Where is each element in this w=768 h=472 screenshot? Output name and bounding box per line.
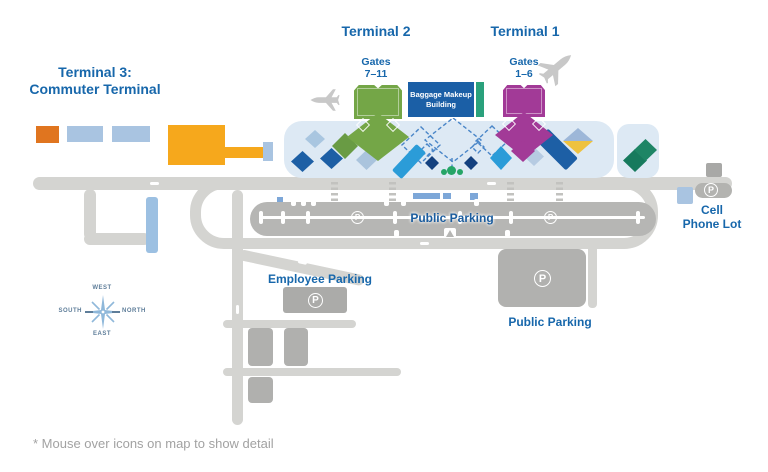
baggage-label-line2: Building [426, 99, 456, 109]
cell-label-line1: Cell [700, 203, 723, 217]
map-icon-diamond[interactable] [425, 156, 439, 170]
road-arrow-marking [487, 182, 496, 185]
parking-strip-centerline [261, 216, 645, 219]
terminal3-building-small[interactable] [36, 126, 59, 143]
employee-parking-label: Employee Parking [267, 272, 373, 286]
terminal2-title: Terminal 2 [341, 23, 411, 39]
parking-icon[interactable]: P [704, 183, 718, 197]
parking-letter: P [538, 272, 547, 285]
parking-entrance-tab [401, 199, 406, 206]
map-icon-diamond[interactable] [291, 151, 314, 172]
terminal3-connector-end [263, 142, 273, 161]
parking-strip-tick [636, 211, 640, 224]
compass-label-east: EAST [92, 331, 111, 337]
south-building[interactable] [248, 328, 273, 366]
parking-strip-tick [458, 211, 462, 224]
road-arrow-marking [150, 182, 159, 185]
cell-lot-building[interactable] [706, 163, 722, 177]
crosswalk-marking [389, 182, 396, 203]
compass-label-north: NORTH [122, 308, 146, 314]
shuttle-stop-marker [413, 193, 440, 199]
terminal2-gates-label: Gates 7–11 [346, 56, 406, 80]
parking-letter: P [312, 295, 319, 306]
airplane-icon [310, 89, 340, 111]
baggage-makeup-building[interactable]: Baggage Makeup Building [408, 82, 474, 117]
terminal1-title: Terminal 1 [490, 23, 560, 39]
parking-entrance-tab [311, 199, 316, 206]
entrance-arrow-icon [446, 230, 454, 237]
road-west-ramp-vertical [84, 189, 96, 240]
map-icon-diamond[interactable] [634, 139, 657, 161]
parking-entrance-tab [384, 199, 389, 206]
parking-letter: P [354, 213, 361, 222]
airplane-icon [537, 55, 572, 87]
tree-dot-icon [457, 169, 463, 175]
compass-label-south: SOUTH [58, 308, 82, 314]
road-south-cross-2 [223, 368, 401, 376]
parking-strip-tick [306, 211, 310, 224]
cell-phone-lot-label: Cell Phone Lot [662, 203, 762, 231]
crosswalk-marking [331, 182, 338, 203]
compass-rose-icon [85, 295, 121, 329]
cell-label-line2: Phone Lot [682, 216, 742, 231]
gates-word: Gates [361, 56, 391, 68]
terminal3-title-line1: Terminal 3: [58, 64, 132, 80]
cell-lot-blue-pad[interactable] [677, 187, 693, 204]
parking-strip-tick [393, 211, 397, 224]
parking-letter: P [707, 185, 714, 195]
parking-icon[interactable]: P [308, 293, 323, 308]
shuttle-ramp-strip[interactable] [146, 197, 158, 253]
parking-icon[interactable]: P [351, 211, 364, 224]
map-icon-diamond[interactable] [490, 146, 512, 170]
tree-dot-icon [441, 169, 447, 175]
road-west-ramp-horizontal [84, 233, 150, 245]
compass-dash [112, 311, 120, 313]
terminal3-building-blue-2[interactable] [112, 126, 150, 142]
parking-entrance-tab [474, 199, 479, 206]
south-building[interactable] [284, 328, 308, 366]
parking-entrance-tab [291, 199, 296, 206]
compass-dash [85, 311, 93, 313]
tree-dot-icon [447, 166, 456, 175]
map-icon-diamond[interactable] [305, 130, 325, 148]
crosswalk-marking [507, 182, 514, 203]
road-arrow-marking [420, 242, 429, 245]
parking-strip-tick [509, 211, 513, 224]
shuttle-stop-marker [277, 197, 283, 203]
compass-label-west: WEST [92, 285, 112, 291]
gates-range: 1–6 [515, 67, 533, 80]
parking-strip-tick [259, 211, 263, 224]
gates-word: Gates [509, 56, 539, 68]
map-icon-diamond[interactable] [320, 148, 343, 169]
baggage-label-line1: Baggage Makeup [410, 89, 472, 99]
terminal3-building-blue-1[interactable] [67, 126, 103, 142]
baggage-building-teal-wing [475, 82, 484, 117]
parking-letter: P [547, 213, 554, 222]
footnote: * Mouse over icons on map to show detail [33, 436, 274, 451]
parking-icon[interactable]: P [534, 270, 551, 287]
crosswalk-marking [556, 182, 563, 203]
terminal1-gates-label: Gates 1–6 [494, 56, 554, 80]
map-icon-diamond[interactable] [464, 156, 478, 170]
public-parking-strip-label: Public Parking [410, 211, 494, 225]
parking-strip-tick [281, 211, 285, 224]
parking-icon[interactable]: P [544, 211, 557, 224]
terminal1-annex[interactable] [511, 140, 535, 162]
road-arrow-marking [236, 305, 239, 314]
public-parking-lot-label: Public Parking [508, 315, 592, 329]
terminal3-title: Terminal 3: Commuter Terminal [5, 64, 185, 98]
terminal3-title-line2: Commuter Terminal [29, 81, 161, 97]
shuttle-stop-marker [470, 193, 478, 200]
terminal3-connector [225, 147, 263, 158]
parking-entrance-tab [301, 199, 306, 206]
terminal3-building-main[interactable] [168, 125, 225, 165]
south-building[interactable] [248, 377, 273, 403]
parking-entrance-tab [505, 230, 510, 237]
terminal1-building[interactable] [503, 85, 545, 117]
road-south-cross-1 [223, 320, 356, 328]
shuttle-stop-marker [443, 193, 451, 199]
gates-range: 7–11 [364, 67, 388, 80]
parking-entrance-tab [394, 230, 399, 237]
road-public-lot-access [588, 244, 597, 308]
